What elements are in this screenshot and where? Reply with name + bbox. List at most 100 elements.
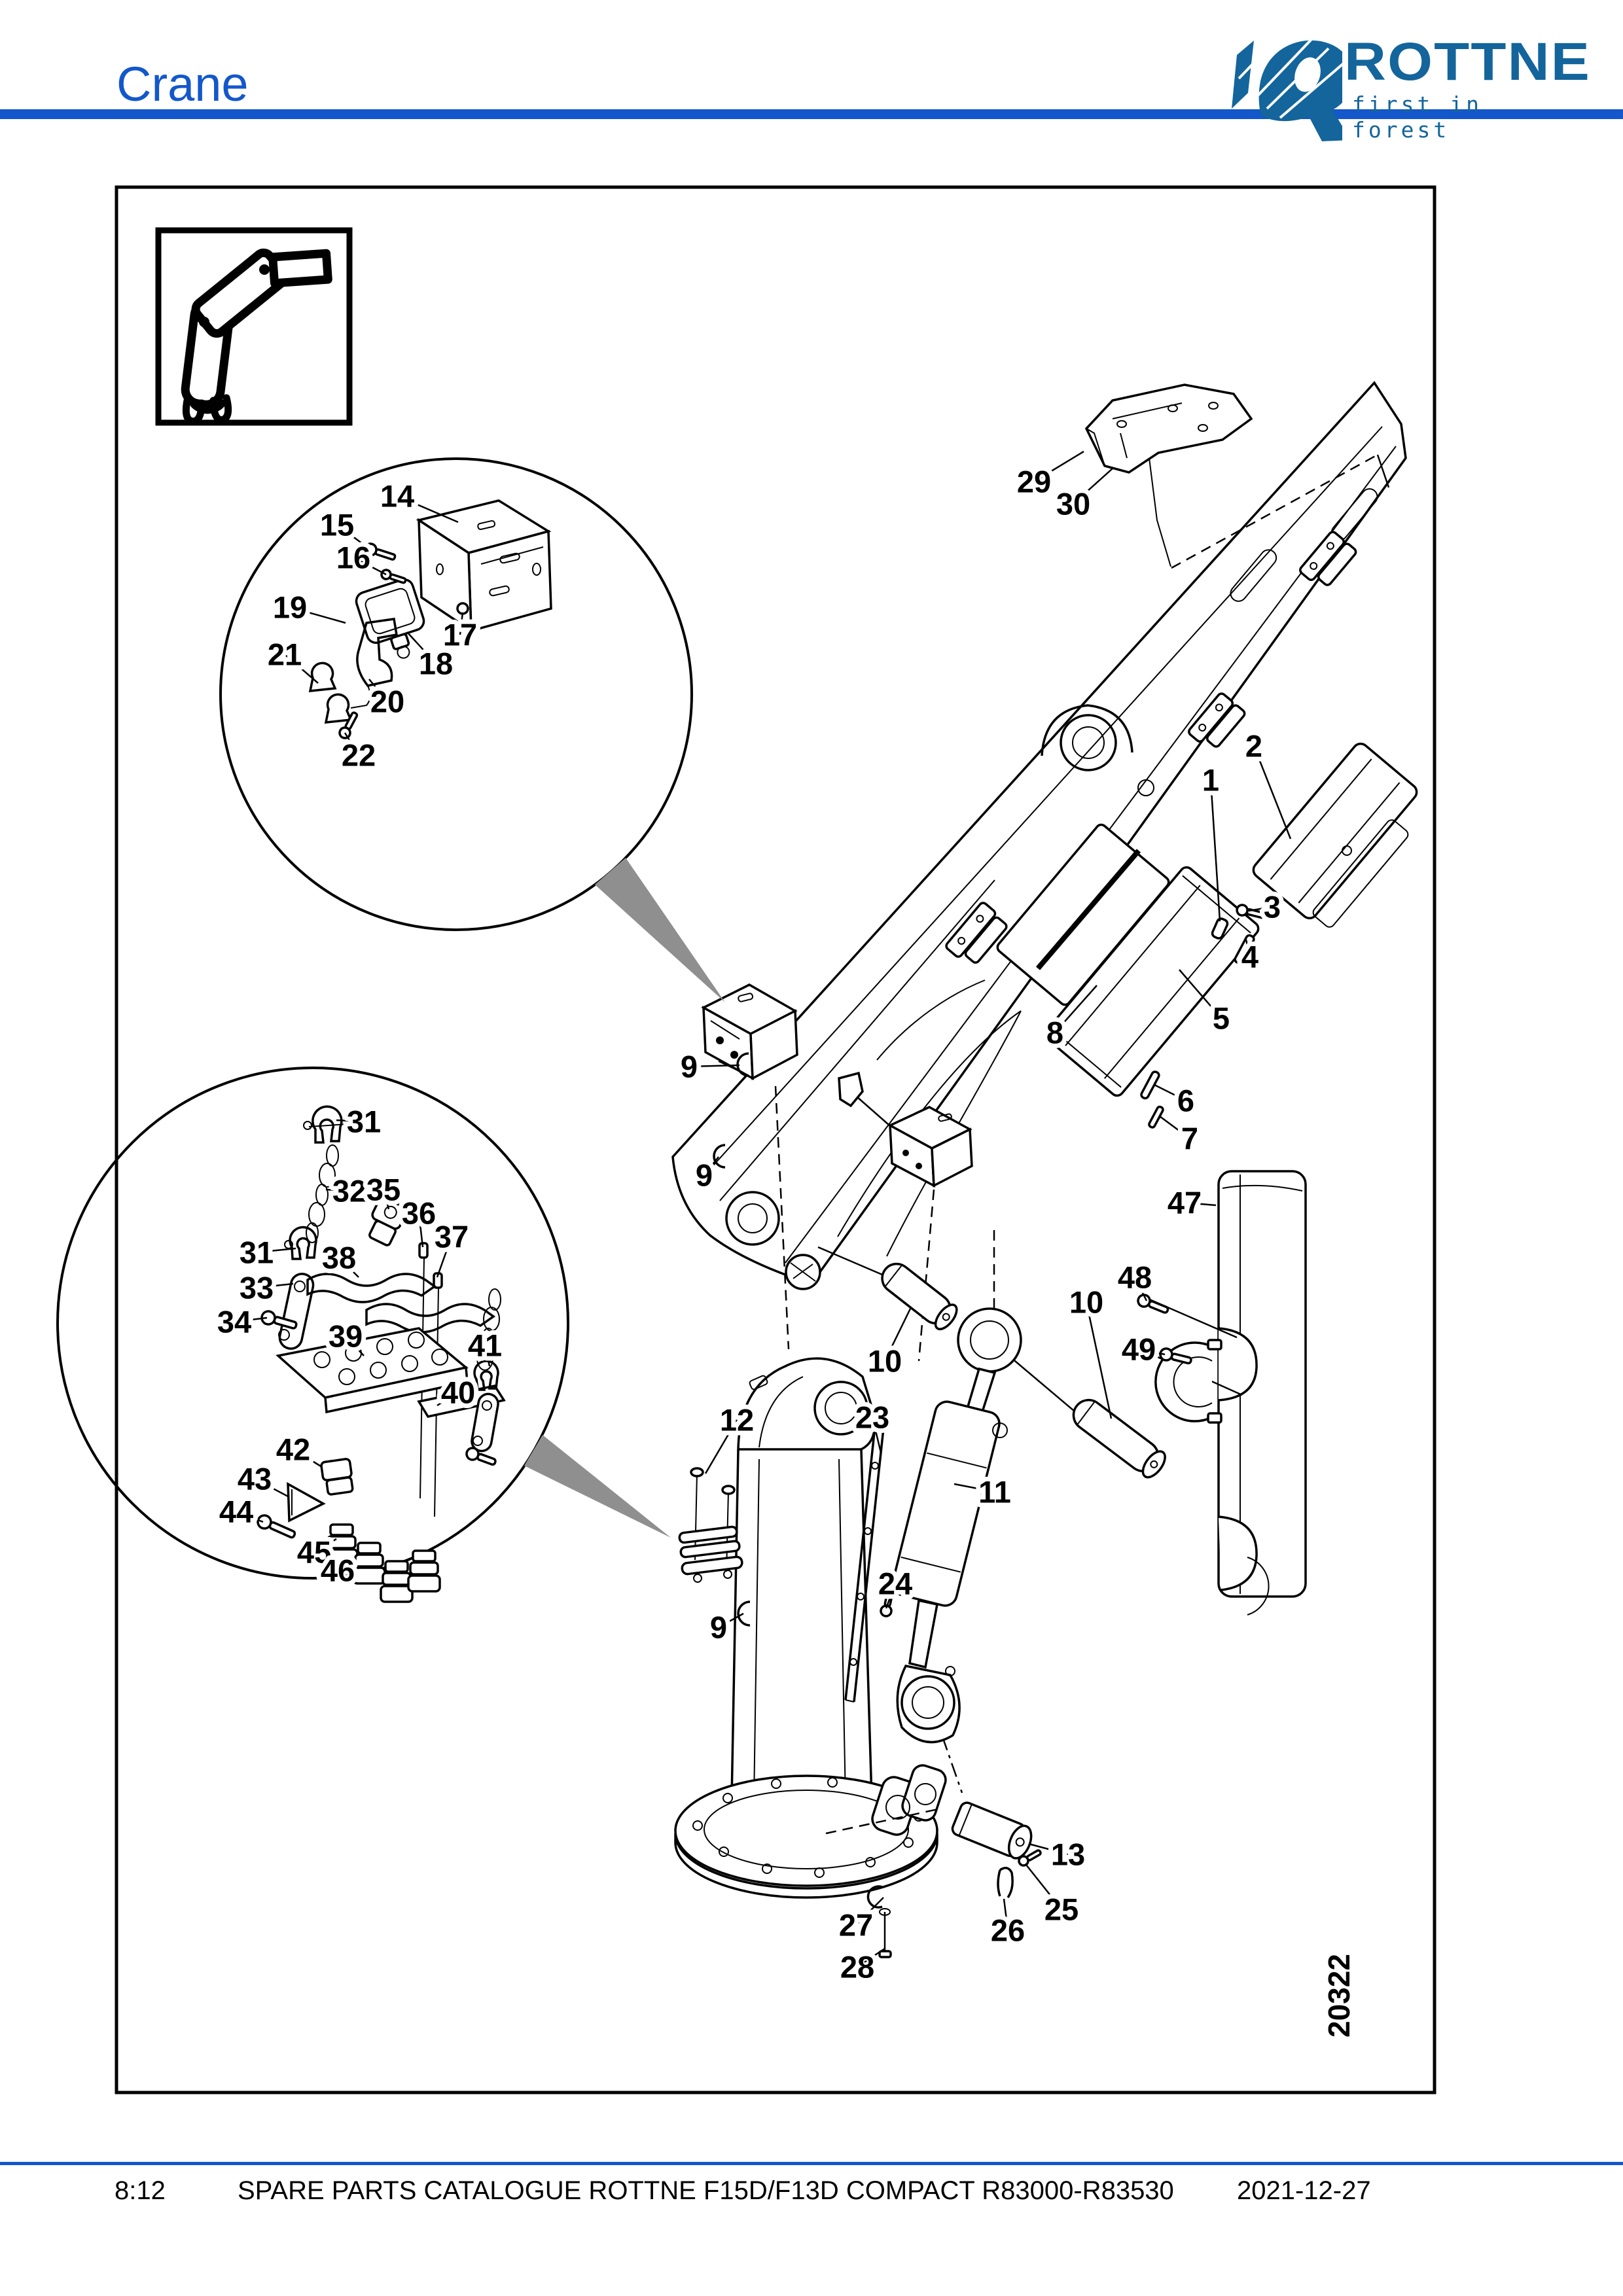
callout-14: 14: [376, 474, 459, 523]
callout-18: 18: [406, 631, 457, 686]
svg-text:21: 21: [268, 637, 302, 672]
callout-9: 9: [691, 1154, 719, 1197]
quick-couplers: [325, 1523, 441, 1603]
mount-bracket: [838, 1071, 864, 1108]
svg-text:44: 44: [219, 1494, 253, 1529]
svg-text:49: 49: [1122, 1332, 1156, 1367]
callout-19: 19: [268, 586, 346, 629]
chain-41: [465, 1288, 501, 1466]
callout-40: 40: [437, 1371, 480, 1415]
base-fasteners: [866, 1849, 1042, 1958]
callout-41: 41: [463, 1324, 507, 1368]
lamp-screws: [338, 542, 469, 739]
callout-12: 12: [704, 1398, 758, 1474]
callout-10: 10: [863, 1307, 912, 1383]
svg-text:48: 48: [1118, 1260, 1152, 1295]
detail-circle-manifold: [56, 1067, 671, 1603]
svg-text:9: 9: [696, 1158, 713, 1193]
guard-plate-5: [1044, 866, 1260, 1097]
svg-text:1: 1: [1202, 763, 1219, 798]
svg-text:37: 37: [435, 1220, 469, 1254]
logo-tagline-text: first in forest: [1352, 92, 1482, 143]
svg-text:16: 16: [336, 540, 370, 575]
svg-text:46: 46: [321, 1553, 355, 1588]
zoom-wedge: [524, 1435, 671, 1538]
svg-text:13: 13: [1051, 1837, 1085, 1872]
callout-32: 32: [325, 1169, 371, 1213]
svg-text:9: 9: [681, 1050, 698, 1084]
callout-36: 36: [397, 1192, 440, 1248]
svg-text:24: 24: [878, 1566, 912, 1601]
base-ears-pin: [825, 1736, 1033, 1860]
svg-text:14: 14: [380, 479, 414, 514]
detail-circle-worklight: [219, 457, 725, 1002]
callout-21: 21: [263, 633, 319, 684]
callout-47: 47: [1163, 1181, 1217, 1225]
svg-text:39: 39: [329, 1319, 363, 1354]
callout-29: 29: [1012, 450, 1084, 504]
callout-26: 26: [986, 1898, 1029, 1952]
hose-clamp-stack: [678, 1467, 743, 1583]
pillar-saddle: [737, 1357, 876, 1451]
svg-text:27: 27: [839, 1908, 873, 1943]
callout-7: 7: [1159, 1115, 1203, 1161]
svg-text:4: 4: [1241, 940, 1258, 974]
svg-text:26: 26: [991, 1913, 1025, 1948]
pin-13: [951, 1801, 1033, 1860]
callout-45: 45: [293, 1530, 337, 1574]
callout-15: 15: [315, 503, 371, 551]
guard-plates: [996, 383, 1418, 1129]
hose-guard: [1137, 1170, 1307, 1616]
drawing-number: 20322: [1322, 1954, 1356, 2038]
boom-clamp-cluster: [945, 531, 1357, 964]
pillar-assembly: [674, 1357, 1042, 1958]
svg-text:15: 15: [320, 508, 354, 542]
callout-16: 16: [332, 536, 387, 580]
svg-text:25: 25: [1044, 1892, 1079, 1927]
svg-text:17: 17: [443, 618, 477, 652]
callout-38: 38: [317, 1236, 361, 1280]
callout-4: 4: [1237, 935, 1263, 979]
header-rule: [0, 109, 1623, 119]
callout-11: 11: [954, 1470, 1016, 1514]
svg-text:32: 32: [332, 1174, 366, 1209]
callout-2: 2: [1241, 724, 1292, 839]
shackle-chain: [260, 1105, 348, 1350]
svg-text:5: 5: [1213, 1001, 1230, 1036]
svg-text:20: 20: [370, 684, 404, 719]
callout-20: 20: [366, 679, 409, 724]
callout-31: 31: [336, 1100, 385, 1144]
footer-catalogue-title: SPARE PARTS CATALOGUE ROTTNE F15D/F13D C…: [238, 2176, 1174, 2205]
svg-text:29: 29: [1017, 465, 1051, 499]
svg-text:9: 9: [710, 1610, 727, 1645]
callout-44: 44: [215, 1490, 264, 1534]
callout-42: 42: [272, 1428, 323, 1472]
guard-plate-2: [1252, 743, 1418, 928]
callout-13: 13: [1028, 1833, 1090, 1877]
svg-text:19: 19: [273, 590, 307, 625]
svg-text:41: 41: [468, 1328, 502, 1363]
callout-48: 48: [1113, 1256, 1156, 1301]
callout-37: 37: [430, 1215, 473, 1278]
hydraulic-cylinder: [881, 1230, 1166, 1744]
svg-text:38: 38: [322, 1241, 356, 1275]
svg-text:23: 23: [855, 1400, 889, 1435]
callout-31: 31: [235, 1231, 296, 1275]
callout-30: 30: [1052, 468, 1113, 526]
svg-text:28: 28: [840, 1950, 874, 1985]
clamp-wedge-bolt: [257, 1458, 354, 1539]
svg-text:6: 6: [1177, 1084, 1194, 1118]
callout-43: 43: [233, 1457, 290, 1501]
callout-28: 28: [836, 1945, 885, 1989]
svg-text:18: 18: [419, 646, 453, 681]
hose-fittings: [306, 1196, 496, 1517]
work-lamp: [355, 578, 425, 659]
svg-text:31: 31: [347, 1104, 381, 1139]
hose-clamp-48: [1154, 1339, 1222, 1424]
callout-10: 10: [1065, 1280, 1113, 1419]
svg-text:10: 10: [868, 1344, 902, 1379]
damper-cubes: [701, 983, 973, 1362]
callout-3: 3: [1248, 885, 1285, 929]
damper-cube: [887, 1106, 973, 1188]
svg-text:40: 40: [441, 1375, 475, 1410]
